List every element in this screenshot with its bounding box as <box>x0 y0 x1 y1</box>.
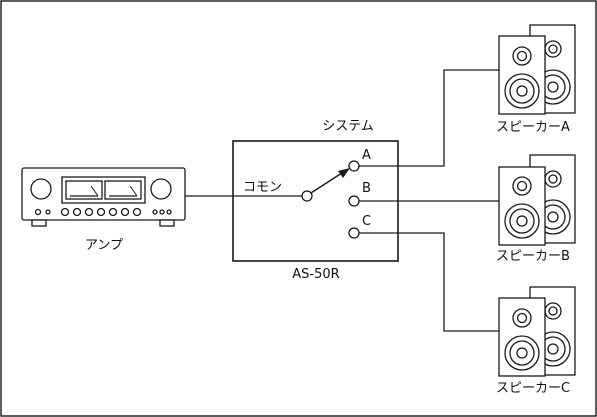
wire-c <box>359 232 499 332</box>
model-label: AS-50R <box>292 267 340 282</box>
speaker-a-label: スピーカーA <box>496 120 570 135</box>
terminal-b <box>348 195 360 207</box>
terminal-a <box>348 160 360 172</box>
terminal-b-label: B <box>362 181 371 196</box>
common-label: コモン <box>243 180 283 195</box>
switch-arrowhead <box>338 168 350 178</box>
speaker-b-icon <box>498 154 576 246</box>
terminal-c-label: C <box>362 214 372 229</box>
terminal-c <box>348 227 360 239</box>
system-label: システム <box>322 119 374 134</box>
amplifier-icon <box>21 167 186 227</box>
speaker-a-icon <box>498 24 576 115</box>
wire-a <box>359 69 499 167</box>
speaker-b-label: スピーカーB <box>496 249 570 264</box>
amplifier-label: アンプ <box>84 238 124 253</box>
common-terminal <box>301 190 313 202</box>
speaker-c-label: スピーカーC <box>495 381 571 396</box>
speaker-c-icon <box>498 286 576 377</box>
terminal-a-label: A <box>362 148 371 163</box>
switch-lever <box>310 170 346 194</box>
